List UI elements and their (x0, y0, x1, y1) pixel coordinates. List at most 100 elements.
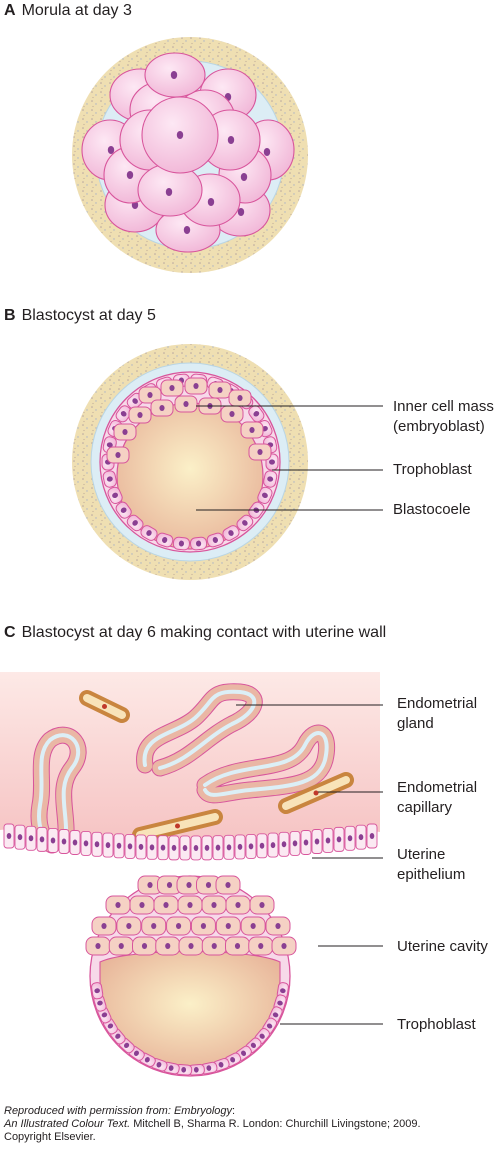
label-endometrial-gland-line1: Endometrial (397, 695, 478, 712)
caption-copyright: Copyright Elsevier. (4, 1131, 96, 1143)
nucleus (237, 843, 243, 850)
nucleus (112, 492, 119, 499)
uterine-wall-diagram (0, 672, 380, 861)
nucleus (178, 540, 185, 547)
nucleus (50, 837, 56, 844)
caption-line3: Copyright Elsevier. (4, 1131, 421, 1144)
label-blastocoele: Blastocoele (393, 500, 471, 520)
panel-b-letter: B (4, 307, 16, 324)
label-endometrial-gland: Endometrial gland (397, 694, 477, 734)
nucleus (336, 836, 342, 843)
nucleus (175, 923, 182, 929)
nucleus (171, 844, 177, 851)
nucleus (97, 1000, 103, 1006)
trophoblast-cell-group (248, 405, 265, 423)
label-endometrial-capillary-line1: Endometrial (397, 779, 478, 796)
endometrial-gland-3-lumen (37, 733, 80, 847)
label-inner-cell-mass: Inner cell mass (embryoblast) (393, 397, 494, 437)
trophoblast-cell-group (187, 1064, 205, 1076)
nucleus (187, 902, 193, 908)
nucleus (267, 476, 274, 482)
nucleus (242, 520, 248, 526)
label-trophoblast-b-text: Trophoblast (393, 461, 472, 478)
morula-diagram (72, 37, 308, 273)
nucleus (347, 835, 353, 842)
nucleus (240, 1050, 247, 1056)
nucleus (325, 837, 331, 844)
nucleus (275, 923, 281, 929)
caption-book-title: Embryology (173, 1105, 233, 1117)
nucleus (234, 943, 241, 949)
nucleus (269, 459, 275, 465)
label-uterine-cavity: Uterine cavity (397, 937, 488, 957)
nucleus (176, 131, 184, 139)
nucleus (160, 844, 166, 851)
nucleus (115, 902, 121, 908)
nucleus (165, 188, 173, 196)
trophoblast-cell-group (172, 536, 191, 551)
nucleus (358, 834, 364, 841)
nucleus (126, 923, 132, 929)
nucleus (127, 843, 133, 850)
endometrial-gland-1-lumen (142, 689, 257, 770)
trophoblast-cell-group (140, 525, 158, 541)
nucleus (280, 988, 286, 994)
label-trophoblast-c-text: Trophoblast (397, 1016, 476, 1033)
nucleus (141, 943, 148, 949)
nucleus (188, 943, 194, 949)
endometrial-capillaries (79, 690, 354, 843)
nucleus (253, 411, 260, 417)
nucleus (105, 842, 111, 849)
caption-line2: An Illustrated Colour Text. Mitchell B, … (4, 1118, 421, 1131)
nucleus (144, 1057, 150, 1063)
nucleus (165, 943, 171, 949)
trophoblast-cell-group (107, 486, 123, 504)
label-uterine-epithelium-line1: Uterine (397, 846, 446, 863)
panel-a-text: Morula at day 3 (21, 2, 132, 19)
panel-c-letter: C (4, 624, 16, 641)
label-uterine-cavity-text: Uterine cavity (397, 938, 488, 955)
nucleus (95, 943, 101, 949)
nucleus (277, 1000, 283, 1006)
panel-c-text: Blastocyst at day 6 making contact with … (21, 624, 387, 641)
nucleus (146, 530, 152, 536)
nucleus (101, 1012, 108, 1018)
nucleus (303, 839, 309, 846)
nucleus (211, 943, 217, 949)
nucleus (211, 902, 217, 908)
nucleus (240, 173, 248, 181)
nucleus (159, 405, 165, 411)
nucleus (83, 840, 89, 847)
nucleus (230, 1057, 236, 1063)
nucleus (204, 844, 210, 851)
blastocyst-day6-diagram (85, 875, 297, 1077)
nucleus (270, 842, 276, 849)
nucleus (225, 882, 231, 888)
nucleus (115, 1033, 121, 1039)
nucleus (272, 1012, 279, 1018)
nucleus (39, 836, 45, 843)
nucleus (17, 834, 23, 841)
nucleus (205, 882, 212, 888)
caption-line1: Reproduced with permission from: Embryol… (4, 1105, 421, 1118)
nucleus (237, 395, 243, 401)
nucleus (169, 385, 175, 391)
nucleus (226, 844, 232, 851)
label-endometrial-capillary-line2: capillary (397, 799, 453, 816)
nucleus (212, 537, 218, 543)
nucleus (250, 923, 256, 929)
trophoblast-cell-group (189, 536, 208, 551)
nucleus (162, 537, 168, 543)
nucleus (132, 398, 138, 404)
label-endometrial-capillary: Endometrial capillary (397, 778, 477, 818)
label-uterine-epithelium-line2: epithelium (397, 866, 466, 883)
figure-caption: Reproduced with permission from: Embryol… (4, 1105, 421, 1144)
nucleus (257, 449, 263, 455)
blastocyst-day5-diagram (72, 344, 308, 580)
nucleus (168, 1065, 174, 1071)
nucleus (163, 902, 169, 908)
nucleus (101, 923, 107, 929)
nucleus (237, 208, 245, 216)
nucleus (138, 843, 144, 850)
